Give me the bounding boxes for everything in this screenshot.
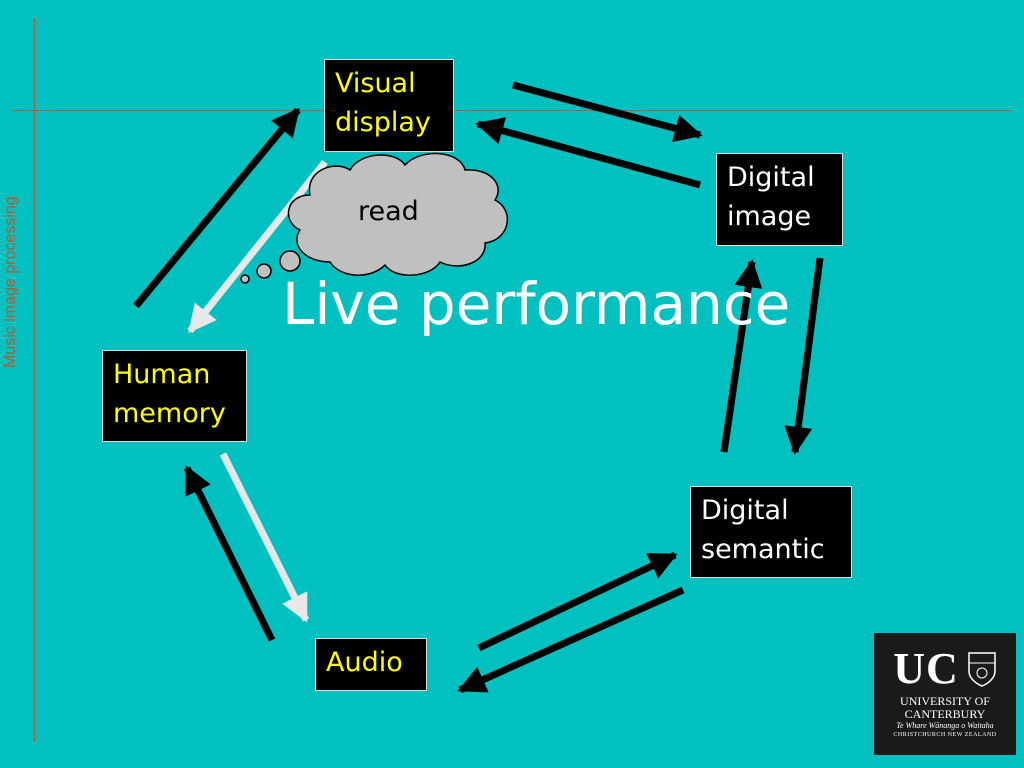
logo-line-canterbury: CANTERBURY <box>904 707 986 722</box>
vertical-rule <box>34 18 35 742</box>
arrow-digital-image-to-semantic <box>784 257 824 455</box>
node-digital-image: Digital image <box>716 153 843 246</box>
logo-mark: UC <box>893 644 959 693</box>
arrow-audio-to-human <box>183 465 276 642</box>
node-digital-semantic: Digital semantic <box>690 486 852 578</box>
node-visual-display: Visual display <box>324 59 454 152</box>
university-logo: UC UNIVERSITY OF CANTERBURY Te Whare Wān… <box>874 633 1016 755</box>
thought-dot-medium <box>256 263 272 279</box>
arrow-audio-to-semantic <box>477 551 678 652</box>
logo-line-maori-name: Te Whare Wānanga o Waitaha <box>896 721 994 731</box>
node-audio: Audio <box>315 638 427 691</box>
arrow-digital-image-to-visual <box>475 117 701 189</box>
thought-bubble-text: read <box>358 196 419 227</box>
thought-dot-small <box>240 274 250 284</box>
arrow-semantic-to-audio <box>457 586 685 694</box>
node-human-memory: Human memory <box>102 350 247 442</box>
arrow-visual-to-digital-image <box>512 81 703 143</box>
diagram-title: Live performance <box>282 270 791 338</box>
logo-line-location: CHRISTCHURCH NEW ZEALAND <box>893 731 997 738</box>
arrow-human-to-visual <box>133 107 301 309</box>
horizontal-rule <box>12 110 1012 111</box>
thought-cloud <box>240 152 509 284</box>
arrow-semantic-to-digital-image <box>720 259 763 453</box>
arrow-visual-to-human <box>187 159 328 334</box>
arrow-human-to-audio <box>219 452 310 623</box>
logo-line-university-of: UNIVERSITY OF <box>900 694 990 708</box>
crest-icon <box>968 652 996 687</box>
thought-dot-large <box>279 250 301 272</box>
